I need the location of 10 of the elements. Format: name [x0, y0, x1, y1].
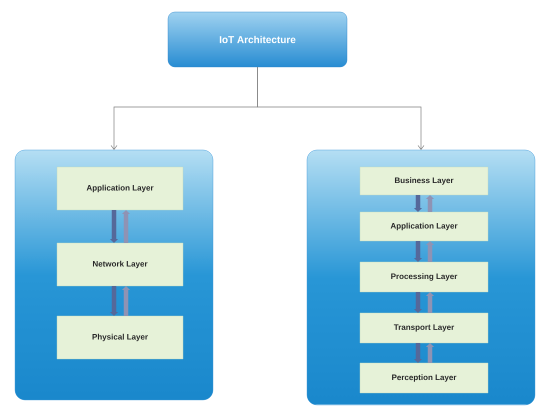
layer-box: Application Layer: [56, 166, 184, 210]
layer-box: Business Layer: [360, 166, 488, 196]
layer-box: Network Layer: [56, 242, 184, 286]
layer-box: Perception Layer: [360, 362, 488, 394]
layer-box: Application Layer: [360, 212, 488, 242]
layer-box: Transport Layer: [360, 312, 488, 344]
layer-box: Physical Layer: [56, 316, 184, 360]
connector-arrow: [257, 66, 424, 150]
title-box: IoT Architecture: [168, 12, 348, 68]
layer-box: Processing Layer: [360, 262, 488, 292]
